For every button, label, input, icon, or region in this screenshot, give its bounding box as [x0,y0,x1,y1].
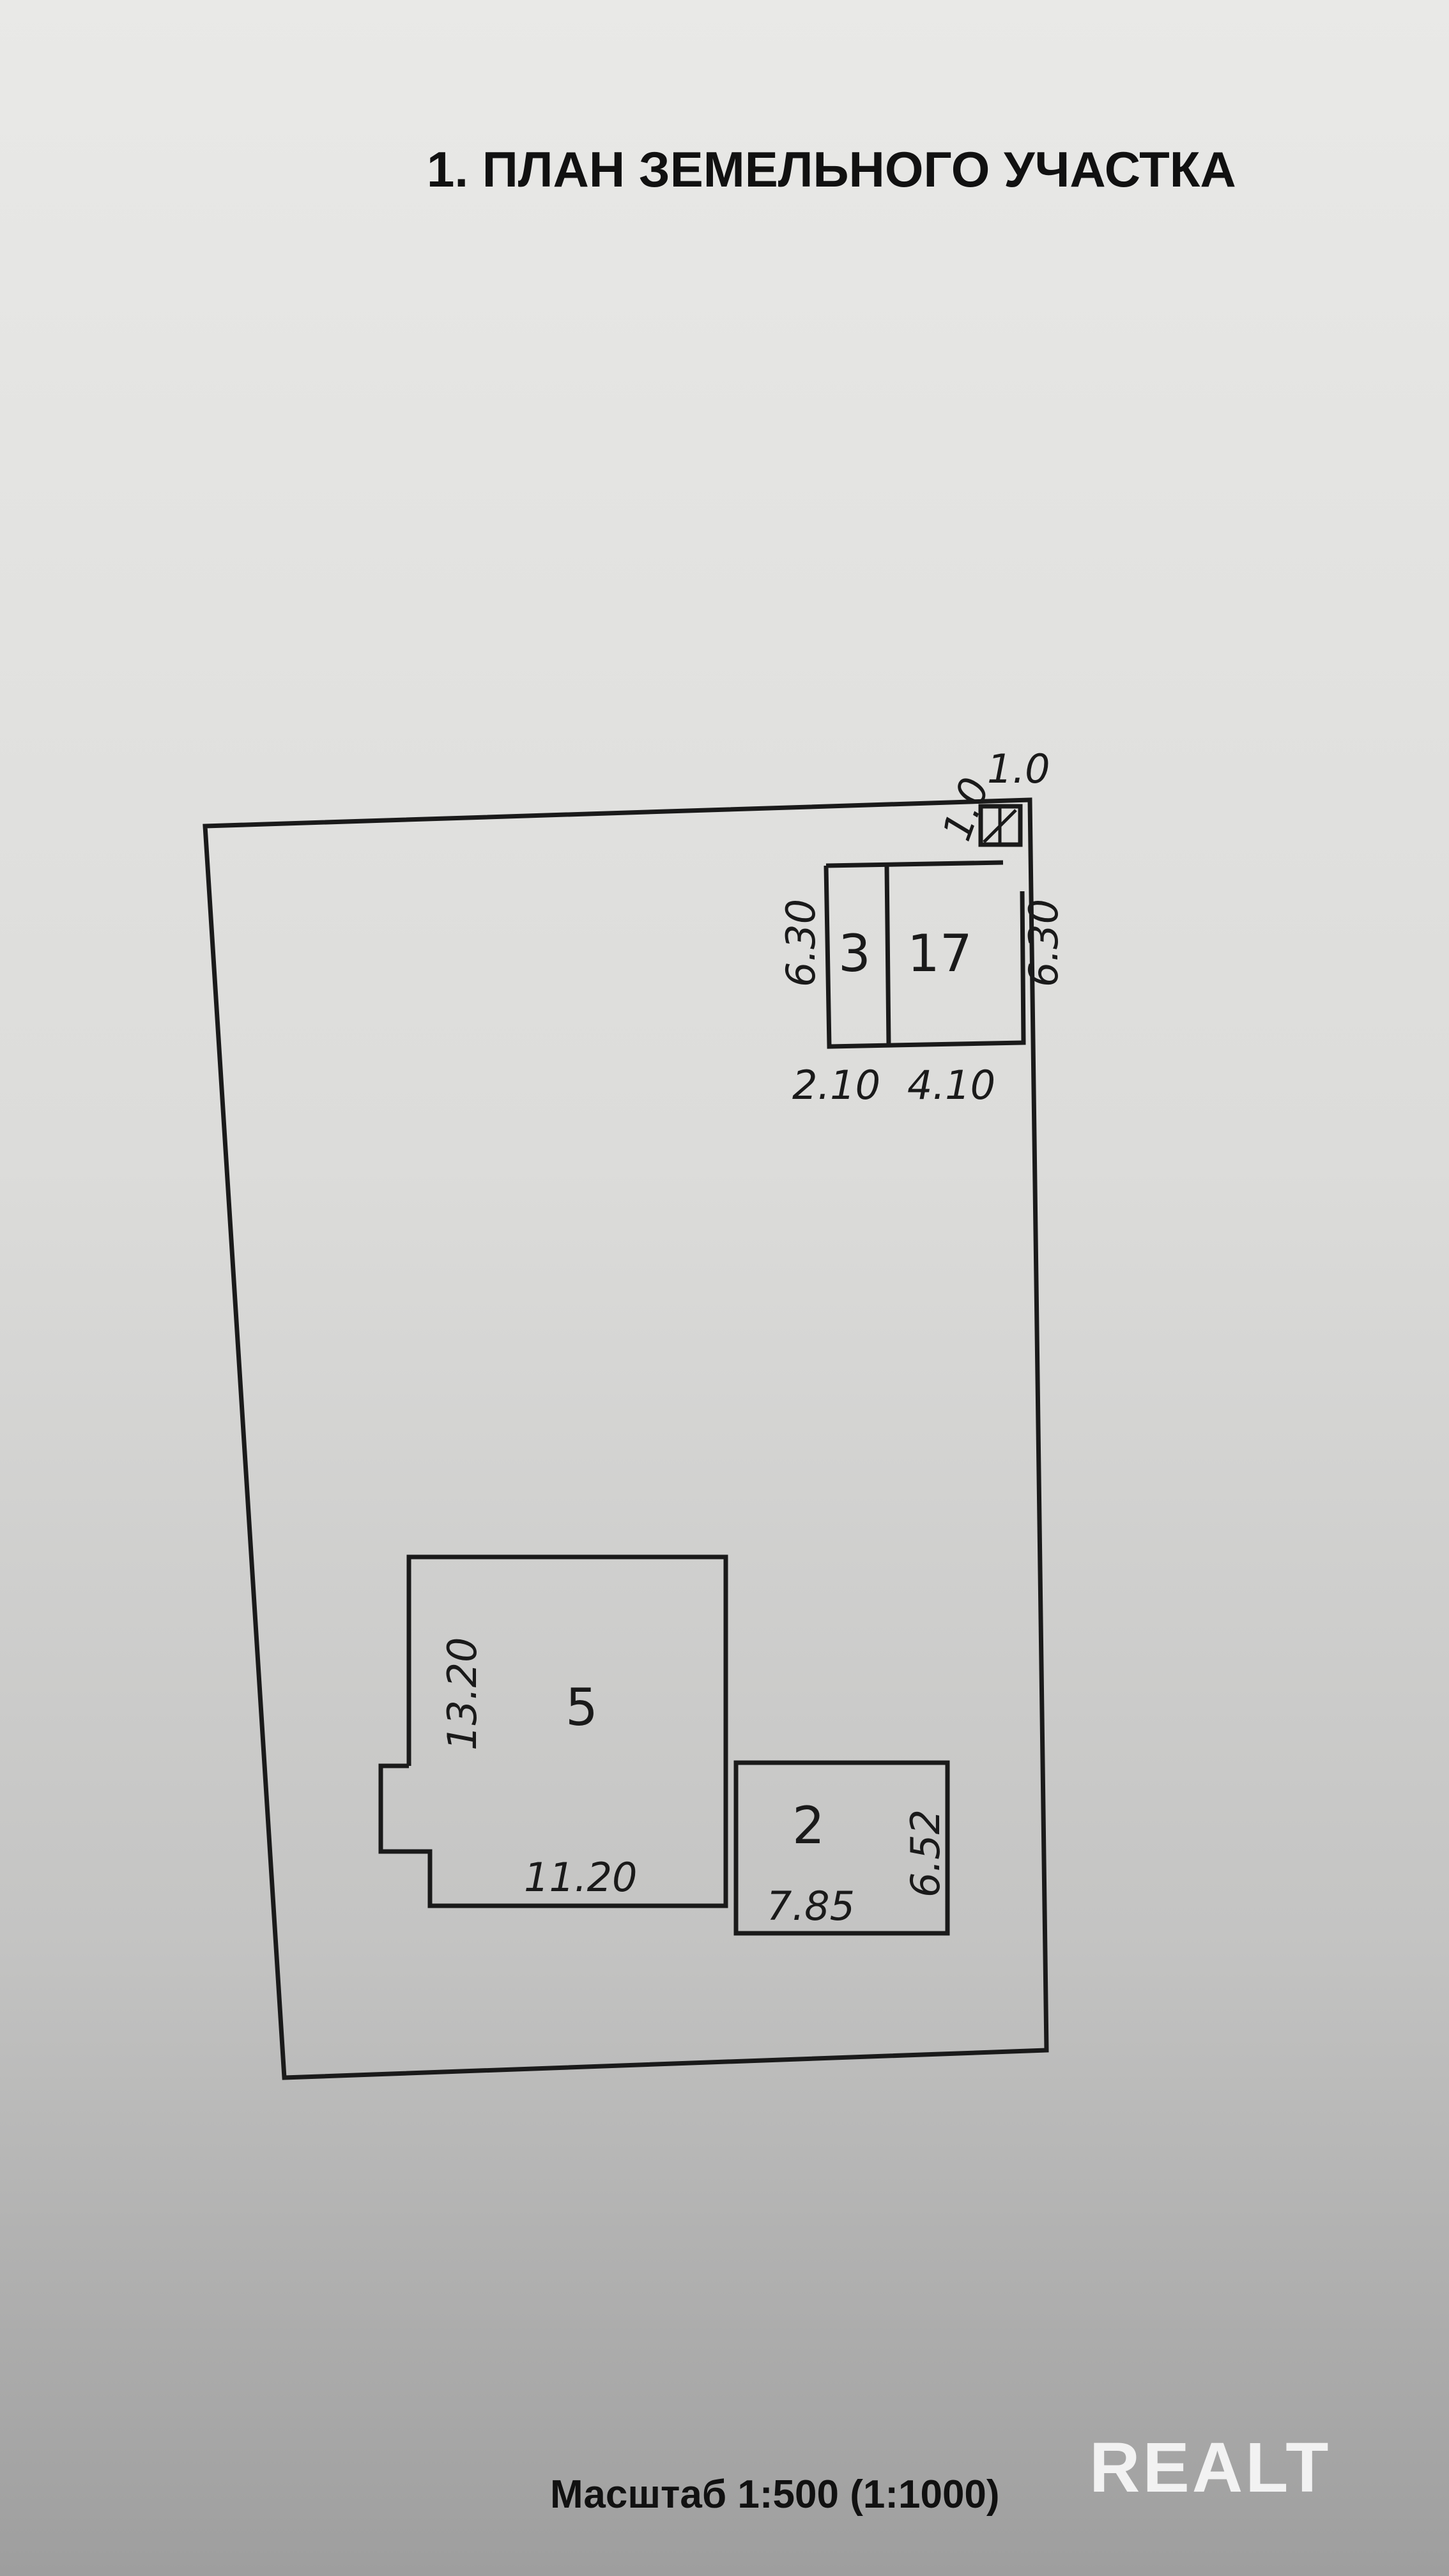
building-3-width: 2.10 [792,1062,880,1108]
realt-watermark-logo: REALT [1089,2428,1331,2507]
building-5-number: 5 [565,1678,598,1737]
building-2: 2 6.52 7.85 [733,1760,950,1936]
building-5-height: 13.20 [439,1637,486,1751]
building-17-width: 4.10 [907,1062,995,1108]
building-2-number: 2 [792,1796,825,1855]
building-2-height: 6.52 [902,1809,949,1897]
building-5: 5 13.20 11.20 [378,1554,728,1908]
small-structure-top-dim: 1.0 [987,746,1050,792]
building-5-width: 11.20 [524,1854,638,1901]
plot-boundary [203,797,1049,2080]
document-title: 1. ПЛАН ЗЕМЕЛЬНОГО УЧАСТКА [427,141,1236,197]
building-17-number: 17 [907,924,972,983]
building-3-17: 3 17 6.30 6.30 2.10 4.10 [778,860,1067,1108]
building-17-height: 6.30 [1020,899,1067,987]
building-2-width: 7.85 [767,1883,855,1929]
building-3-number: 3 [838,924,871,983]
scale-label: Масштаб 1:500 (1:1000) [550,2472,1000,2517]
building-3-height: 6.30 [778,899,824,987]
